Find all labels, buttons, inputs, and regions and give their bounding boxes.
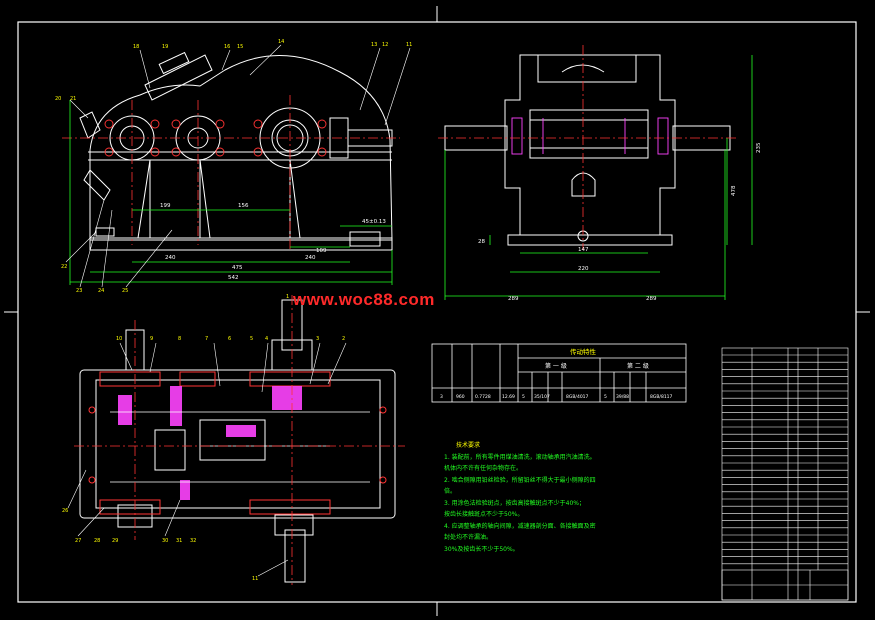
svg-text:8: 8 (178, 336, 181, 342)
top-section-view: 10 9 8 7 6 5 4 3 2 1 27 28 29 30 31 32 11 26 (62, 294, 405, 585)
dim-45: 45±0.13 (362, 219, 386, 225)
svg-text:22: 22 (61, 264, 67, 270)
svg-text:29: 29 (112, 538, 118, 544)
dim-478: 478 (731, 185, 737, 196)
spec-table: 传动特性 第 一 级 第 二 级 3 960 0.7728 12.69 5 35… (431, 343, 687, 403)
spec-cell: 3 (440, 394, 443, 400)
dim-156: 156 (238, 203, 249, 209)
svg-text:3: 3 (316, 336, 319, 342)
note-line: 按齿长接触斑点不少于50%。 (444, 511, 524, 518)
dim-475: 475 (232, 265, 243, 271)
dim-289-b: 289 (646, 296, 657, 302)
watermark: www.woc88.com (293, 290, 435, 309)
spec-cell: 35/107 (534, 394, 550, 400)
svg-text:7: 7 (205, 336, 208, 342)
note-line: 30%及按齿长不少于50%。 (444, 545, 519, 553)
svg-text:27: 27 (75, 538, 81, 544)
svg-text:20: 20 (55, 96, 61, 102)
svg-text:30: 30 (162, 538, 168, 544)
stage1-header: 第 一 级 (545, 362, 567, 370)
dim-28: 28 (478, 239, 485, 245)
svg-text:15: 15 (237, 44, 243, 50)
svg-text:1: 1 (286, 294, 289, 300)
svg-text:24: 24 (98, 288, 104, 294)
svg-text:11: 11 (252, 576, 258, 582)
spec-cell: 8GB/4017 (566, 394, 589, 400)
dim-220: 220 (578, 266, 589, 272)
svg-text:9: 9 (150, 336, 153, 342)
dim-542: 542 (228, 275, 239, 281)
dim-147: 147 (578, 247, 589, 253)
front-view: 18 19 16 15 14 13 12 11 20 21 22 23 24 25 199 1… (55, 39, 412, 294)
technical-notes: 技术要求 1. 装配前，所有零件用煤油清洗，滚动轴承用汽油清洗。 机体内不许有任… (444, 440, 599, 555)
svg-text:28: 28 (94, 538, 100, 544)
svg-text:26: 26 (62, 508, 68, 514)
notes-title: 技术要求 (456, 442, 481, 449)
dim-289-a: 289 (508, 296, 519, 302)
note-line: 2. 啮合侧隙用铅丝检验，所留铅丝不得大于最小侧隙的四倍。 (444, 476, 596, 496)
spec-cell: 5 (522, 394, 525, 400)
svg-text:19: 19 (162, 44, 168, 50)
note-line: 3. 用涂色法检验斑点，按齿高接触斑点不少于40%； (444, 499, 585, 507)
spec-cell: 0.7728 (475, 394, 491, 400)
dim-109: 109 (316, 248, 327, 254)
spec-cell: 39/88 (616, 394, 629, 400)
svg-text:16: 16 (224, 44, 230, 50)
svg-text:12: 12 (382, 42, 388, 48)
note-line: 机体内不许有任何杂物存在。 (444, 465, 523, 472)
stage2-header: 第 二 级 (627, 362, 649, 370)
svg-text:31: 31 (176, 538, 182, 544)
svg-text:2: 2 (342, 336, 345, 342)
spec-table-title: 传动特性 (570, 347, 597, 356)
svg-text:14: 14 (278, 39, 284, 45)
note-line: 4. 应调整轴承的轴向间隙，减速器剖分面、各接触面及密封处均不许漏油。 (444, 522, 596, 542)
svg-text:21: 21 (70, 96, 76, 102)
svg-text:11: 11 (406, 42, 412, 48)
svg-text:13: 13 (371, 42, 377, 48)
svg-text:10: 10 (116, 336, 122, 342)
side-view: 235 478 28 147 220 289 289 (438, 45, 762, 302)
svg-text:32: 32 (190, 538, 196, 544)
spec-cell: 8GB/8117 (650, 394, 673, 400)
note-line: 1. 装配前，所有零件用煤油清洗，滚动轴承用汽油清洗。 (444, 453, 596, 461)
dim-240-b: 240 (305, 255, 316, 261)
dim-199: 199 (160, 203, 171, 209)
svg-text:18: 18 (133, 44, 139, 50)
spec-cell: 960 (456, 394, 465, 400)
svg-text:5: 5 (250, 336, 253, 342)
svg-text:4: 4 (265, 336, 268, 342)
dim-235: 235 (756, 142, 762, 153)
parts-list (721, 347, 849, 601)
svg-text:25: 25 (122, 288, 128, 294)
svg-text:23: 23 (76, 288, 82, 294)
spec-cell: 12.69 (502, 394, 515, 400)
dim-240-a: 240 (165, 255, 176, 261)
svg-text:6: 6 (228, 336, 231, 342)
spec-cell: 5 (604, 394, 607, 400)
sheet-border (4, 6, 870, 616)
